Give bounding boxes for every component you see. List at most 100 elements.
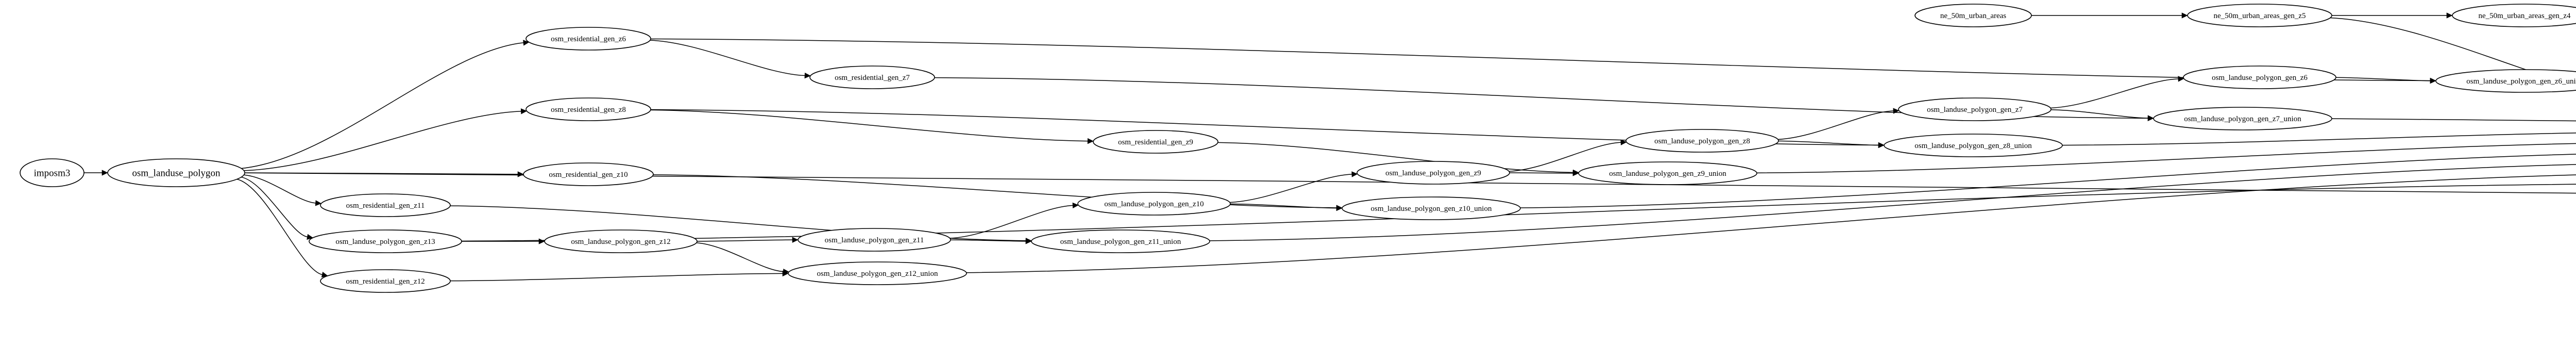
graph-node-label-osm_landuse_polygon_gen_z8_union: osm_landuse_polygon_gen_z8_union: [1914, 142, 2032, 150]
graph-edge-arrowhead: [2430, 77, 2436, 84]
graph-node-label-osm_residential_gen_z8: osm_residential_gen_z8: [551, 106, 626, 114]
graph-edge-osm_landuse_polygon_gen_z13--to--layer_landuse_z13: [461, 184, 2576, 242]
graph-node-label-osm_landuse_polygon_gen_z11: osm_landuse_polygon_gen_z11: [825, 236, 924, 244]
graph-node-label-osm_landuse_polygon_gen_z10_union: osm_landuse_polygon_gen_z10_union: [1371, 205, 1492, 213]
graph-edge-osm_residential_gen_z8--to--osm_residential_gen_z9: [650, 109, 1088, 142]
graph-node-osm_landuse_polygon_gen_z7_union[interactable]: [2153, 107, 2332, 130]
graph-edge-osm_landuse_polygon_gen_z12--to--osm_landuse_polygon_gen_z11: [696, 239, 793, 242]
graph-edge-osm_landuse_polygon--to--osm_residential_gen_z12: [236, 178, 323, 275]
graph-edge-osm_landuse_polygon_gen_z7--to--osm_landuse_polygon_gen_z6: [2049, 78, 2178, 109]
graph-node-label-osm_residential_gen_z7: osm_residential_gen_z7: [835, 74, 910, 82]
graph-edge-osm_landuse_polygon_gen_z11_union--to--layer_landuse_z11: [1209, 164, 2576, 241]
graph-edge-arrowhead: [782, 270, 789, 277]
graph-edge-osm_landuse_polygon_gen_z7--to--osm_landuse_polygon_gen_z7_union: [2050, 109, 2148, 119]
graph-edge-arrowhead: [1572, 169, 1580, 176]
graph-edge-arrowhead: [538, 238, 545, 244]
graph-edge-arrowhead: [523, 40, 530, 46]
graph-edge-arrowhead: [804, 72, 811, 79]
graph-edge-osm_landuse_polygon_gen_z11--to--osm_landuse_polygon_gen_z11_union: [950, 239, 1026, 242]
graph-node-osm_residential_gen_z9[interactable]: [1093, 130, 1218, 154]
graph-node-osm_landuse_polygon_gen_z6_union[interactable]: [2435, 69, 2576, 93]
graph-node-ne_50m_urban_areas[interactable]: [1914, 4, 2032, 27]
graph-node-label-osm_landuse_polygon_gen_z12_union: osm_landuse_polygon_gen_z12_union: [817, 270, 938, 278]
graph-edge-arrowhead: [517, 171, 524, 177]
graph-edge-osm_landuse_polygon_gen_z11--to--osm_landuse_polygon_gen_z10: [949, 205, 1073, 239]
graph-edge-arrowhead: [1620, 139, 1627, 145]
graph-node-osm_landuse_polygon_gen_z13[interactable]: [309, 229, 462, 253]
graph-node-label-osm_landuse_polygon_gen_z7: osm_landuse_polygon_gen_z7: [1927, 106, 2023, 114]
graph-node-label-ne_50m_urban_areas_gen_z4: ne_50m_urban_areas_gen_z4: [2478, 12, 2571, 20]
graph-node-osm_landuse_polygon_gen_z6[interactable]: [2183, 65, 2336, 89]
graph-node-label-imposm3: imposm3: [34, 168, 71, 179]
graph-node-label-osm_landuse_polygon_gen_z11_union: osm_landuse_polygon_gen_z11_union: [1060, 238, 1181, 246]
graph-edge-arrowhead: [1087, 138, 1094, 144]
graph-node-label-osm_landuse_polygon_gen_z10: osm_landuse_polygon_gen_z10: [1104, 200, 1204, 208]
graph-node-label-osm_landuse_polygon_gen_z8: osm_landuse_polygon_gen_z8: [1654, 137, 1750, 145]
graph-node-imposm3[interactable]: [20, 158, 84, 187]
graph-node-label-osm_landuse_polygon: osm_landuse_polygon: [132, 168, 221, 179]
graph-node-label-osm_residential_gen_z11: osm_residential_gen_z11: [346, 202, 425, 210]
graph-node-osm_residential_gen_z11[interactable]: [320, 193, 451, 217]
graph-edge-osm_landuse_polygon_gen_z10_union--to--layer_landuse_z10: [1519, 154, 2576, 208]
graph-node-label-osm_residential_gen_z9: osm_residential_gen_z9: [1118, 138, 1193, 146]
graph-node-label-osm_residential_gen_z10: osm_residential_gen_z10: [549, 171, 628, 179]
graph-edge-arrowhead: [1025, 238, 1032, 244]
graph-node-osm_residential_gen_z6[interactable]: [526, 27, 651, 51]
graph-edge-osm_residential_gen_z6--to--osm_landuse_polygon_gen_z6_union: [650, 38, 2431, 81]
graph-node-osm_landuse_polygon_gen_z9_union[interactable]: [1578, 161, 1757, 185]
graph-edge-ne_50m_urban_areas_gen_z5--to--layer_landuse_z5: [2329, 17, 2576, 87]
graph-node-osm_landuse_polygon_gen_z11_union[interactable]: [1031, 229, 1210, 253]
graph-edge-osm_landuse_polygon--to--osm_residential_gen_z11: [243, 174, 316, 204]
graph-edge-arrowhead: [1351, 171, 1358, 177]
graph-edge-arrowhead: [2446, 12, 2453, 19]
graph-node-osm_residential_gen_z12[interactable]: [320, 269, 451, 293]
graph-node-label-osm_landuse_polygon_gen_z7_union: osm_landuse_polygon_gen_z7_union: [2184, 115, 2301, 123]
graph-edge-osm_residential_gen_z9--to--osm_landuse_polygon_gen_z9_union: [1217, 142, 1573, 173]
graph-edge-arrowhead: [315, 200, 322, 206]
graph-node-osm_landuse_polygon[interactable]: [107, 158, 245, 187]
graph-node-label-osm_landuse_polygon_gen_z9: osm_landuse_polygon_gen_z9: [1385, 169, 1481, 177]
graph-edge-osm_landuse_polygon--to--osm_residential_gen_z8: [243, 111, 521, 171]
graph-edge-osm_landuse_polygon_gen_z12--to--osm_landuse_polygon_gen_z12_union: [696, 242, 784, 272]
graph-edge-arrowhead: [2147, 115, 2154, 121]
graph-edge-osm_landuse_polygon_gen_z7_union--to--layer_landuse_z7: [2331, 118, 2576, 122]
graph-node-osm_landuse_polygon_gen_z12_union[interactable]: [788, 261, 967, 285]
graph-edge-osm_landuse_polygon_gen_z9_union--to--layer_landuse_z9: [1756, 143, 2576, 174]
graph-node-osm_landuse_polygon_gen_z11[interactable]: [798, 228, 951, 252]
graph-edge-arrowhead: [1336, 205, 1343, 211]
graph-node-label-osm_landuse_polygon_gen_z13: osm_landuse_polygon_gen_z13: [335, 238, 435, 246]
graph-node-label-osm_residential_gen_z12: osm_residential_gen_z12: [346, 277, 425, 286]
graph-edge-osm_residential_gen_z12--to--osm_landuse_polygon_gen_z12_union: [449, 273, 783, 282]
graph-node-osm_landuse_polygon_gen_z10_union[interactable]: [1342, 196, 1521, 220]
graph-edge-arrowhead: [792, 237, 799, 243]
graph-node-label-osm_landuse_polygon_gen_z6_union: osm_landuse_polygon_gen_z6_union: [2466, 77, 2576, 86]
graph-node-label-osm_landuse_polygon_gen_z12: osm_landuse_polygon_gen_z12: [571, 238, 670, 246]
graph-node-label-osm_residential_gen_z6: osm_residential_gen_z6: [551, 35, 626, 43]
graph-node-label-osm_landuse_polygon_gen_z6: osm_landuse_polygon_gen_z6: [2212, 74, 2308, 82]
graph-edge-arrowhead: [101, 170, 108, 176]
graph-node-osm_landuse_polygon_gen_z12[interactable]: [544, 229, 698, 253]
graph-node-osm_landuse_polygon_gen_z7[interactable]: [1898, 97, 2052, 121]
graph-node-osm_residential_gen_z7[interactable]: [809, 65, 935, 89]
graph-node-ne_50m_urban_areas_gen_z4[interactable]: [2452, 4, 2576, 27]
graph-node-osm_landuse_polygon_gen_z9[interactable]: [1357, 161, 1510, 185]
graph-edge-arrowhead: [520, 108, 528, 114]
graph-node-osm_landuse_polygon_gen_z10[interactable]: [1077, 192, 1231, 216]
graph-edge-arrowhead: [1072, 202, 1079, 209]
graph-edge-arrowhead: [2178, 76, 2184, 82]
graph-edge-osm_landuse_polygon_gen_z10--to--osm_landuse_polygon_gen_z9: [1229, 174, 1352, 203]
graph-node-osm_landuse_polygon_gen_z8[interactable]: [1625, 129, 1779, 153]
graph-edge-osm_landuse_polygon_gen_z8--to--osm_landuse_polygon_gen_z7: [1777, 110, 1894, 140]
graph-edge-osm_landuse_polygon--to--osm_residential_gen_z6: [241, 42, 524, 169]
graph-node-osm_landuse_polygon_gen_z8_union[interactable]: [1884, 134, 2063, 157]
graph-edge-osm_landuse_polygon--to--osm_landuse_polygon_gen_z13: [241, 176, 308, 238]
nodes-layer: imposm3 osm_landuse_polygon osm_residentia…: [20, 4, 2576, 293]
graph-node-label-ne_50m_urban_areas: ne_50m_urban_areas: [1940, 12, 2006, 20]
graph-node-ne_50m_urban_areas_gen_z5[interactable]: [2187, 4, 2332, 27]
graph-edge-arrowhead: [1878, 142, 1885, 149]
graph-node-osm_residential_gen_z10[interactable]: [523, 162, 654, 186]
graph-edge-osm_landuse_polygon_gen_z12_union--to--layer_landuse_z12: [965, 174, 2576, 273]
graph-node-osm_residential_gen_z8[interactable]: [526, 97, 651, 121]
